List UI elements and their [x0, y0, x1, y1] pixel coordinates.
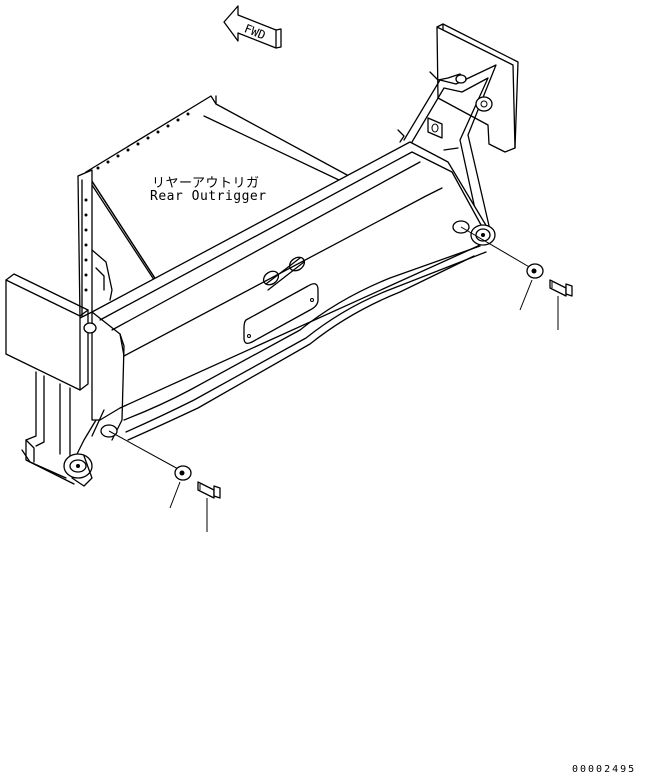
left-mounting-pad [5, 273, 89, 391]
drawing-number: 00002495 [572, 764, 637, 775]
part-label-english: Rear Outrigger [150, 189, 267, 204]
right-bolt-icon [549, 279, 573, 297]
left-bracket [21, 322, 105, 487]
left-bolt-icon [197, 481, 221, 499]
right-washer-icon [526, 263, 544, 279]
left-washer-icon [174, 465, 192, 481]
rivet-column-left [84, 198, 88, 292]
right-bracket [397, 64, 497, 233]
rivet-row-upper [96, 112, 190, 170]
main-beam [91, 141, 491, 441]
part-label-japanese: リヤーアウトリガ [152, 176, 260, 191]
beam-nameplate [243, 256, 319, 344]
left-callout-lines [169, 481, 208, 532]
fwd-arrow-icon: FWD [223, 5, 282, 49]
left-side-wall [77, 169, 113, 319]
assembly-leaders [108, 226, 532, 471]
right-mounting-pad [436, 23, 519, 153]
right-callout-lines [519, 279, 559, 330]
